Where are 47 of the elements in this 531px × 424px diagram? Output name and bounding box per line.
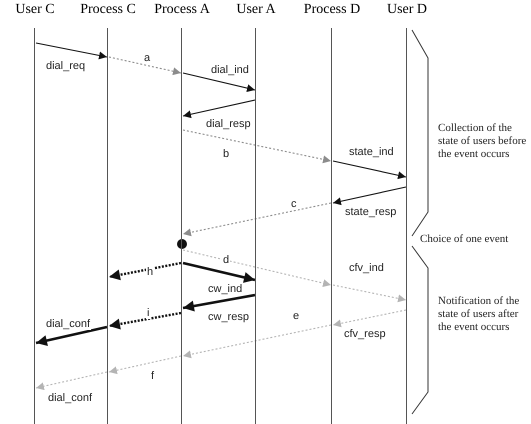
message-arrow xyxy=(332,309,406,328)
lifeline-title: Process D xyxy=(302,2,362,18)
message-arrow xyxy=(36,371,108,390)
message-label: dial_conf xyxy=(45,318,92,330)
message-arrow xyxy=(332,186,406,206)
message-label: e xyxy=(292,310,300,322)
message-label: i xyxy=(146,307,150,319)
message-label: c xyxy=(290,198,298,210)
message-arrow xyxy=(108,355,182,374)
message-label: cw_ind xyxy=(207,283,244,295)
message-arrow xyxy=(332,160,406,180)
note-text: Choice of one event xyxy=(420,233,510,246)
message-label: b xyxy=(222,148,230,160)
message-label: cfv_ind xyxy=(348,262,385,274)
message-label: dial_ind xyxy=(210,64,250,76)
message-arrow xyxy=(182,262,256,283)
message-arrow xyxy=(332,284,406,302)
message-arrow xyxy=(108,262,182,280)
lifeline-title: Process A xyxy=(153,2,211,18)
lifeline-title: User C xyxy=(14,2,56,18)
message-arrow xyxy=(182,129,332,164)
message-label: a xyxy=(143,52,152,64)
message-arrow xyxy=(182,324,332,358)
message-arrow xyxy=(182,99,256,118)
message-label: dial_resp xyxy=(205,118,252,130)
lifeline-title: Process C xyxy=(79,2,137,18)
message-arrow xyxy=(108,312,182,330)
message-label: cfv_resp xyxy=(343,328,387,340)
message-arrow xyxy=(36,42,108,60)
message-label: state_resp xyxy=(344,206,398,218)
message-label: cw_resp xyxy=(207,311,250,323)
lifeline-title: User D xyxy=(386,2,428,18)
message-label: dial_req xyxy=(45,60,86,72)
message-arrow xyxy=(182,202,332,236)
message-arrow xyxy=(182,72,256,92)
message-label: dial_conf xyxy=(47,392,94,404)
note-text: Notification of the state of users after the event occurs xyxy=(438,295,520,334)
message-arrow xyxy=(182,294,256,312)
lifeline-title: User A xyxy=(235,2,277,18)
message-label: d xyxy=(222,254,230,266)
message-label: state_ind xyxy=(348,146,395,158)
note-text: Collection of the state of users before the event occurs xyxy=(438,122,528,161)
message-label: f xyxy=(150,370,156,382)
message-arrow xyxy=(182,249,332,288)
message-arrow xyxy=(36,326,108,346)
message-arrow xyxy=(108,56,182,76)
message-label: h xyxy=(146,266,154,278)
